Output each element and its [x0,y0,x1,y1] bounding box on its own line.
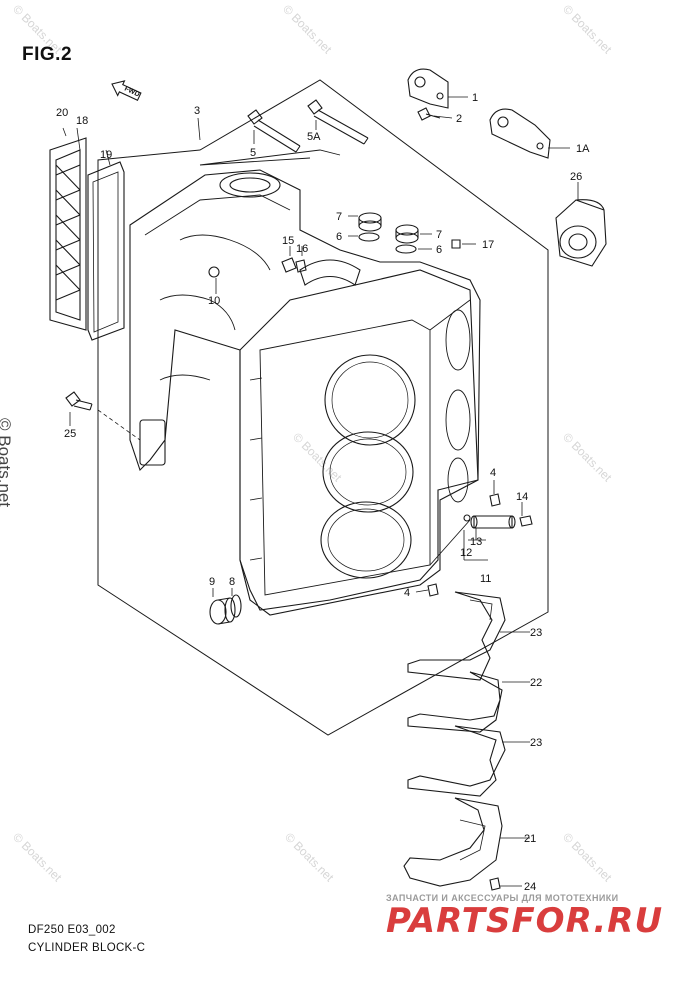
part-3-block-front [239,269,479,616]
crank-bearing [299,259,361,286]
callout-14: 14 [516,491,528,503]
part-4-screw-b [427,583,439,597]
callout-9: 9 [209,576,215,588]
callout-10: 10 [208,295,220,307]
part-26-oil-filter [555,199,607,267]
callout-23-lower: 23 [530,737,542,749]
part-2-bolt [417,107,441,121]
callout-16: 16 [296,243,308,255]
callout-23-upper: 23 [530,627,542,639]
assembly-boundary-inner [199,149,341,166]
callout-8: 8 [229,576,235,588]
part-5-bolt [247,109,301,153]
callout-4-lower: 4 [404,587,410,599]
callout-2: 2 [456,113,462,125]
callout-7-left: 7 [336,211,342,223]
part-19-gasket [87,161,125,341]
callout-22: 22 [530,677,542,689]
callout-11: 11 [480,573,491,585]
part-6-oring-b [395,244,417,254]
callout-20: 20 [56,107,68,119]
cylinder-bore-1 [324,354,416,446]
part-7-plug-b [395,224,419,244]
callout-5: 5 [250,147,256,159]
part-9-plug [209,597,236,625]
figure-caption: CYLINDER BLOCK-C [28,942,146,954]
brand-logo: PARTSFOR.RU [386,901,664,941]
part-6-oring-a [358,232,380,242]
part-24-screw [489,877,501,891]
part-25-bolt [65,391,93,411]
callout-13: 13 [470,536,482,548]
part-14-screw [519,515,533,527]
part-23-gasket-b [407,725,506,797]
callout-18: 18 [76,115,88,127]
model-code: DF250 E03_002 [28,924,116,936]
part-17-plug [451,239,461,249]
callout-15: 15 [282,235,294,247]
assembly-boundary [97,79,549,736]
part-22-gasket [407,671,503,733]
callout-12: 12 [460,547,472,559]
part-8-oring [230,594,242,618]
callout-26: 26 [570,171,582,183]
side-watermark: © Boats.net [0,418,14,508]
part-23-gasket-a [407,591,506,681]
callout-25: 25 [64,428,76,440]
part-16-fitting [295,259,307,273]
callout-4-upper: 4 [490,467,496,479]
fwd-arrow [111,80,142,102]
part-21-gasket [403,797,503,887]
callout-17: 17 [482,239,494,251]
callout-7-right: 7 [436,229,442,241]
figure-title: FIG.2 [22,44,73,65]
part-15-fitting [281,257,297,273]
part-1a-bracket [489,108,551,159]
callout-21: 21 [524,833,536,845]
part-4-screw-a [489,493,501,507]
part-7-plug-a [358,212,382,232]
part-13-pin [470,515,516,529]
callout-1: 1 [472,92,478,104]
callout-6-left: 6 [336,231,342,243]
callout-6-right: 6 [436,244,442,256]
callout-5a: 5A [307,131,321,143]
part-5a-bolt [307,99,369,145]
part-18-exhaust-cover [49,137,87,331]
part-3-block-rear [129,169,481,611]
part-12-ball [463,514,471,522]
brand-block: ЗАПЧАСТИ И АКСЕССУАРЫ ДЛЯ МОТОТЕХНИКИ PA… [386,893,686,939]
callout-1a: 1A [576,143,590,155]
part-1-bracket [407,68,449,109]
part-10-dowel [208,266,220,278]
callout-3: 3 [194,105,200,117]
cylinder-bore-3 [320,501,412,579]
callout-19: 19 [100,149,112,161]
cylinder-bore-2 [322,431,414,513]
callout-24: 24 [524,881,536,893]
brand-tagline: ЗАПЧАСТИ И АКСЕССУАРЫ ДЛЯ МОТОТЕХНИКИ [386,893,619,903]
